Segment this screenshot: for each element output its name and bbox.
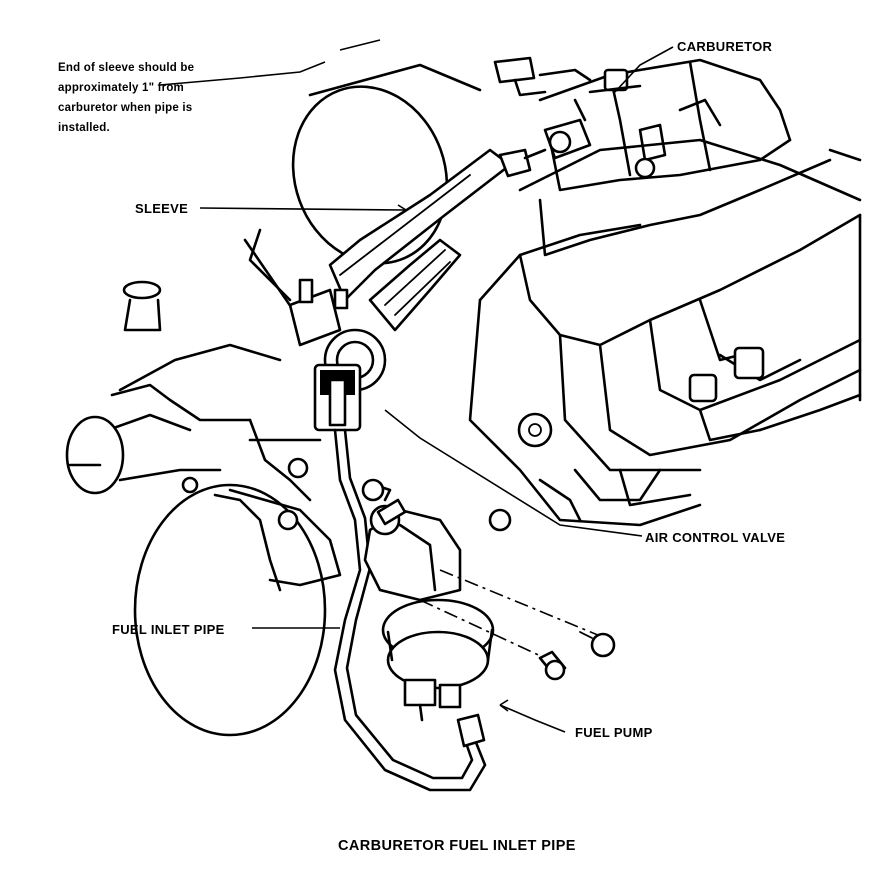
sleeve-note: End of sleeve should be approximately 1"… — [58, 62, 194, 134]
carburetor-label: CARBURETOR — [677, 39, 773, 54]
fuel-inlet-pipe-label: FUEL INLET PIPE — [112, 622, 225, 637]
engine-block — [468, 138, 862, 527]
note-line-2: approximately 1" from — [58, 82, 184, 94]
note-line-1: End of sleeve should be — [58, 62, 194, 74]
pump-mounting-bolts — [419, 569, 616, 681]
air-control-valve — [288, 238, 462, 432]
sleeve-label: SLEEVE — [135, 201, 188, 216]
fuel-inlet-pipe — [333, 428, 487, 792]
note-line-4: installed. — [58, 122, 110, 134]
fuel-pump — [361, 478, 512, 722]
sleeve — [328, 148, 547, 302]
note-line-3: carburetor when pipe is — [58, 102, 192, 114]
engine-front-and-pulley — [65, 280, 342, 737]
leader-lines — [159, 39, 674, 733]
fuel-pump-label: FUEL PUMP — [575, 725, 653, 740]
air-control-valve-label: AIR CONTROL VALVE — [645, 530, 785, 545]
figure-caption: CARBURETOR FUEL INLET PIPE — [338, 838, 576, 854]
carburetor — [493, 56, 792, 192]
